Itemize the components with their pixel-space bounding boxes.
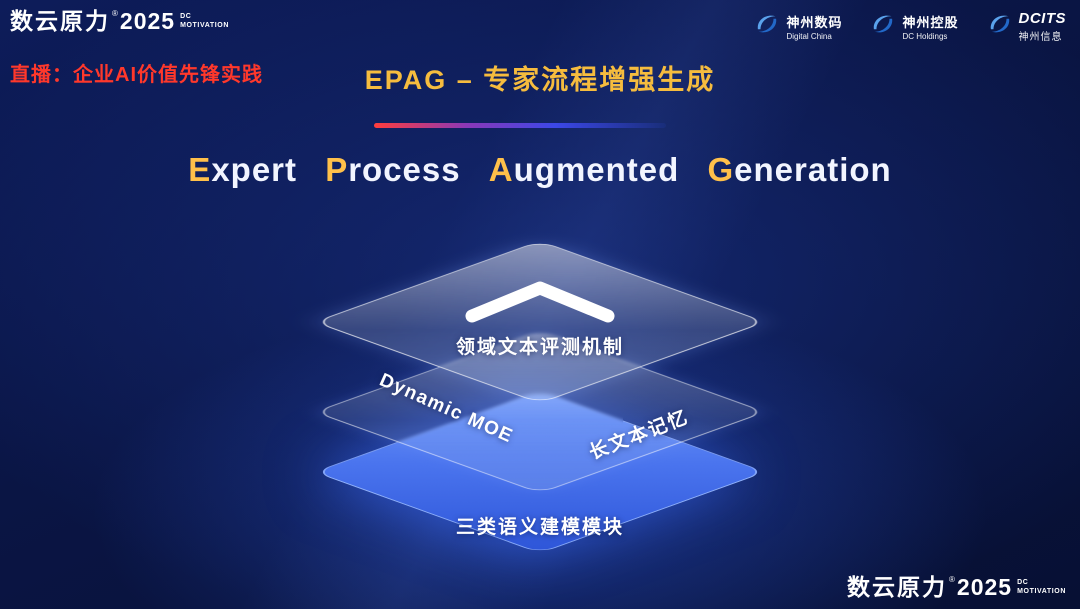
partner-text: DCITS 神州信息 — [1019, 10, 1067, 43]
partner-name: 神州数码 — [786, 15, 843, 30]
top-layer-label: 领域文本评测机制 — [455, 337, 624, 358]
partner-logo-dc-holdings: 神州控股 DC Holdings — [870, 11, 958, 42]
bottom-layer-label: 三类语义建模模块 — [455, 517, 624, 538]
brand-name: 数云原力 — [847, 574, 948, 600]
brand-year: 2025 — [956, 574, 1013, 600]
dcits-swoosh-icon — [987, 11, 1013, 42]
brand-logo-bottom-right: 数云原力 ® 2025 DC MOTIVATION — [847, 576, 1066, 599]
brand-subtext: DC MOTIVATION — [180, 13, 229, 31]
dc-holdings-swoosh-icon — [870, 11, 896, 42]
partner-subname: 神州信息 — [1018, 32, 1063, 43]
subtitle-word: Augmented — [488, 151, 680, 188]
partner-name: 神州控股 — [902, 15, 959, 30]
subtitle-word: Generation — [707, 151, 892, 188]
gradient-divider — [374, 123, 666, 128]
live-stream-label: 直播：企业AI价值先锋实践 — [10, 64, 263, 86]
brand-subtext-bottom: MOTIVATION — [1017, 587, 1066, 595]
partner-logo-digital-china: 神州数码 Digital China — [754, 11, 842, 42]
partner-text: 神州控股 DC Holdings — [902, 12, 958, 41]
digital-china-swoosh-icon — [754, 11, 780, 42]
subtitle-word: Expert — [188, 151, 298, 188]
partner-logo-dcits: DCITS 神州信息 — [987, 10, 1067, 43]
slide-subtitle: Expert Process Augmented Generation — [0, 151, 1080, 189]
layer-stack-diagram: 领域文本评测机制 Dynamic MOE 长文本记忆 三类语义建模模块 — [270, 228, 810, 573]
brand-subtext-top: DC — [1017, 579, 1029, 586]
partner-subname: DC Holdings — [902, 32, 948, 41]
partner-logos: 神州数码 Digital China 神州控股 DC Holdings — [754, 10, 1066, 43]
partner-text: 神州数码 Digital China — [786, 12, 842, 41]
chevron-up-icon — [465, 281, 615, 323]
brand-logo-top-left: 数云原力 ® 2025 DC MOTIVATION — [10, 10, 229, 33]
brand-subtext-top: DC — [180, 13, 192, 20]
partner-subname: Digital China — [786, 32, 832, 41]
registered-mark: ® — [112, 9, 118, 18]
partner-name: DCITS — [1018, 10, 1066, 27]
registered-mark: ® — [949, 575, 955, 584]
brand-name: 数云原力 — [10, 8, 110, 34]
brand-subtext: DC MOTIVATION — [1017, 579, 1066, 597]
brand-subtext-bottom: MOTIVATION — [180, 21, 229, 29]
slide-title: EPAG – 专家流程增强生成 — [364, 65, 716, 95]
subtitle-word: Process — [325, 151, 461, 188]
brand-year: 2025 — [119, 8, 176, 34]
